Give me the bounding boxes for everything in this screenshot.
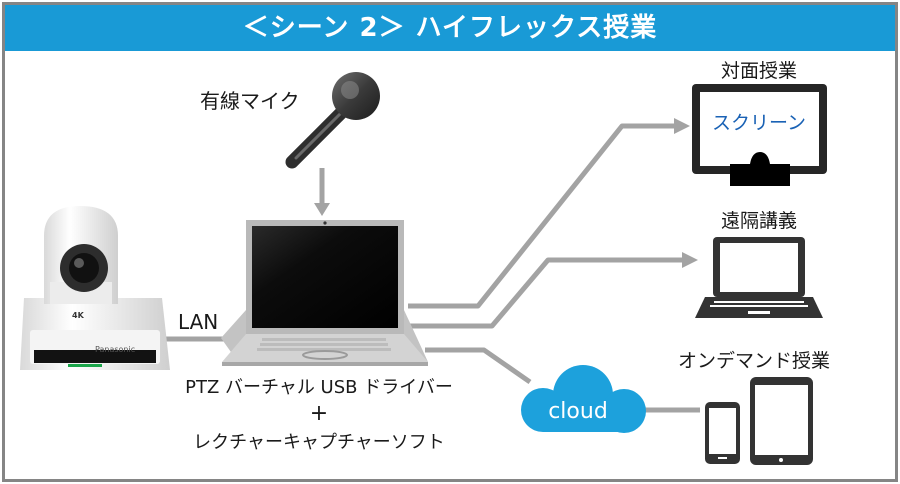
cloud-icon: [521, 365, 646, 433]
label-software-line1: PTZ バーチャル USB ドライバー: [185, 377, 453, 398]
cloud-label: cloud: [548, 399, 608, 424]
wired-microphone-icon: [285, 72, 380, 169]
label-remote-lecture: 遠隔講義: [721, 210, 797, 232]
remote-laptop-icon: [695, 237, 823, 318]
label-lan: LAN: [178, 310, 218, 334]
connector-arrowheads: [314, 118, 698, 268]
arrowhead-mic: [314, 203, 330, 216]
laptop-icon: [221, 220, 428, 366]
camera-brand-label: Panasonic: [95, 345, 135, 354]
label-software-plus: +: [310, 401, 328, 426]
ptz-camera-icon: Panasonic 4K: [20, 206, 170, 370]
laptop-keyboard: [257, 338, 391, 351]
label-on-demand: オンデマンド授業: [678, 350, 830, 372]
laptop-touchpad: [302, 350, 348, 360]
tablet-icon: [750, 377, 813, 465]
label-wired-mic: 有線マイク: [200, 89, 300, 113]
connector-lines: [160, 123, 700, 413]
classroom-monitor-icon: スクリーン: [692, 84, 827, 186]
connector-laptop-to-in-person: [408, 123, 676, 309]
arrowhead-in-person: [674, 118, 690, 134]
screen-label: スクリーン: [712, 112, 806, 134]
connector-laptop-to-cloud: [425, 347, 532, 385]
label-in-person: 対面授業: [721, 60, 797, 82]
camera-4k-badge: 4K: [72, 311, 85, 320]
label-software-line2: レクチャーキャプチャーソフト: [193, 432, 445, 453]
connector-laptop-to-remote: [408, 257, 684, 329]
header-title: ＜シーン 2＞ ハイフレックス授業: [5, 5, 895, 51]
smartphone-icon: [705, 402, 740, 464]
arrowhead-remote: [682, 252, 698, 268]
